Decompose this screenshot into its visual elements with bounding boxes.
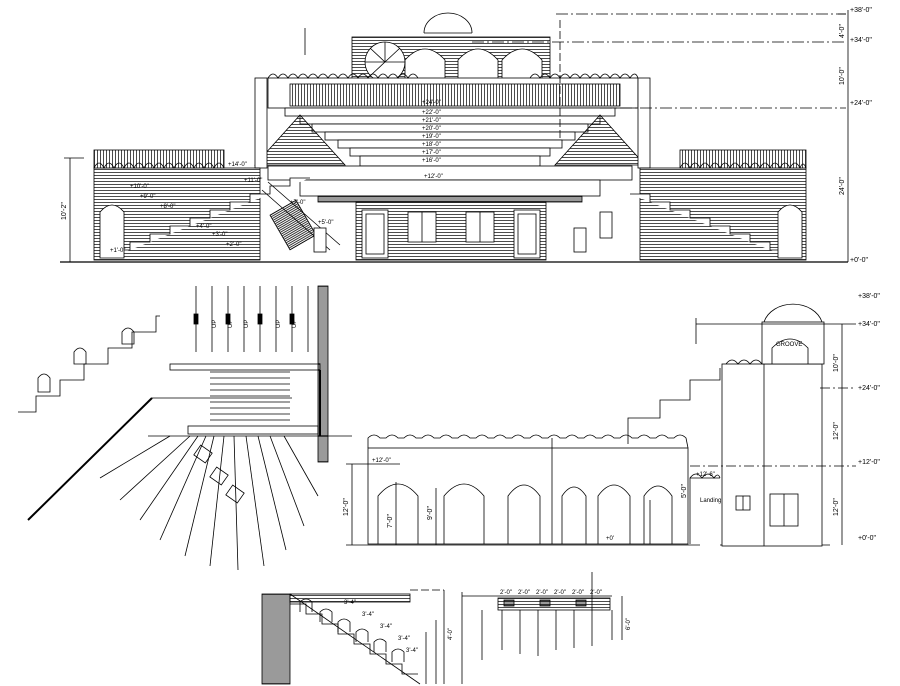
boundary-wall [367,447,689,545]
detail-label: 2'-0" [590,590,602,596]
up-label: UP [244,320,250,328]
level-label: +12'-0" [858,459,880,466]
front-elevation [60,10,849,263]
detail-label: 2'-0" [554,590,566,596]
up-label: UP [292,320,298,328]
dimension-label: 12'-0" [833,498,840,516]
side-elevation-labels: GROOVE Landing +38'-0" +34'-0" +24'-0" +… [343,293,880,542]
dimension-label: 24'-0" [839,177,846,195]
wall-niche [561,486,587,544]
level-label: +12'-0" [372,458,391,464]
landing-slab [169,363,321,371]
stair-detail-left-labels: 3'-4" 3'-4" 3'-4" 3'-4" 3'-4" 4'-0" [344,600,454,654]
detail-label: 3'-4" [406,648,418,654]
tower-stair-profile [627,368,721,444]
up-label: UP [276,320,282,328]
level-label: +38'-0" [850,7,872,14]
level-label: +19'-0" [422,134,441,140]
dimension-label: 6'-0" [626,618,632,630]
level-label: +11'-0" [244,178,262,184]
detail-steps [290,603,418,675]
dimension-label: 9'-0" [427,506,434,520]
dimension-label: 4'-0" [839,24,846,38]
up-label: UP [212,320,218,328]
side-elevation [346,303,856,547]
level-label: +21'-0" [422,118,441,124]
level-label: +2'-0" [226,242,241,248]
level-label: +34'-0" [858,321,880,328]
wall-niche [377,483,419,544]
stair-detail-right [461,572,623,684]
level-label: +34'-0" [850,37,872,44]
wall-niche [597,484,631,544]
dimension-label: 10'-0" [839,67,846,85]
upper-merlons [267,73,639,79]
dimension-label: 10'-0" [833,354,840,372]
up-label: UP [228,320,234,328]
level-label: +0' [606,536,614,542]
stepped-wall-profile [18,315,160,413]
level-label: +22'-0" [422,110,441,116]
level-label: +14'-0" [228,162,247,168]
level-label: +4'-0" [196,224,211,230]
dimension-label: 10'-2" [61,202,68,220]
detail-label: 2'-0" [536,590,548,596]
dimension-label: 4'-0" [448,628,454,640]
detail-label: 3'-4" [344,600,356,606]
dome-top [423,12,473,34]
level-label: +38'-0" [858,293,880,300]
level-label: +7'-0" [290,200,305,206]
wall-merlons [367,434,689,449]
dimension-label: 5'-0" [681,484,688,498]
stair-plan-labels: UP UP UP UP UP [212,320,298,328]
stair-detail-right-labels: 2'-0" 2'-0" 2'-0" 2'-0" 2'-0" 2'-0" 6'-0… [500,590,632,630]
wall-niche [643,485,673,544]
level-label: +3'-0" [212,232,227,238]
detail-label: 3'-4" [398,636,410,642]
level-label: +12'-0" [424,174,443,180]
level-label: +1'-0" [110,248,125,254]
level-label: +10'-0" [130,184,149,190]
level-label: +0'-0" [850,257,869,264]
right-stair [630,193,791,258]
groove-label: GROOVE [776,342,802,348]
detail-label: 2'-0" [500,590,512,596]
level-label: +8'-0" [160,204,175,210]
detail-label: 3'-4" [362,612,374,618]
fan-lines [99,435,319,571]
detail-label: 3'-4" [380,624,392,630]
left-stair [109,177,310,258]
level-label: +24'-0" [850,100,872,107]
level-label: +17'-0" [422,150,441,156]
stair-detail-left [261,589,445,685]
hatched-column [317,285,329,463]
level-label: +24'-0" [422,100,441,106]
detail-label: 2'-0" [518,590,530,596]
tread-lines [210,371,290,421]
dimension-label: 12'-0" [833,422,840,440]
level-label: +16'-0" [422,158,441,164]
level-label: +0'-0" [858,535,877,542]
level-label: +24'-0" [858,385,880,392]
detail-label: 2'-0" [572,590,584,596]
dimension-label: 12'-0" [343,498,350,516]
tower-dome [763,303,823,323]
level-label: +5'-0" [318,220,333,226]
wall-niche [507,484,541,544]
wall-niche [443,483,485,544]
level-label: +9'-0" [140,194,155,200]
landing-label: Landing [700,498,721,504]
dimension-label: 7'-0" [387,514,394,528]
level-label: +18'-0" [422,142,441,148]
level-label: +12'-6" [696,472,715,478]
main-roof [267,165,633,181]
corner-tower [721,363,823,547]
level-label: +20'-0" [422,126,441,132]
stair-section [18,285,352,571]
front-elevation-labels: +38'-0" +34'-0" +24'-0" +0'-0" 4'-0" 10'… [61,7,872,264]
